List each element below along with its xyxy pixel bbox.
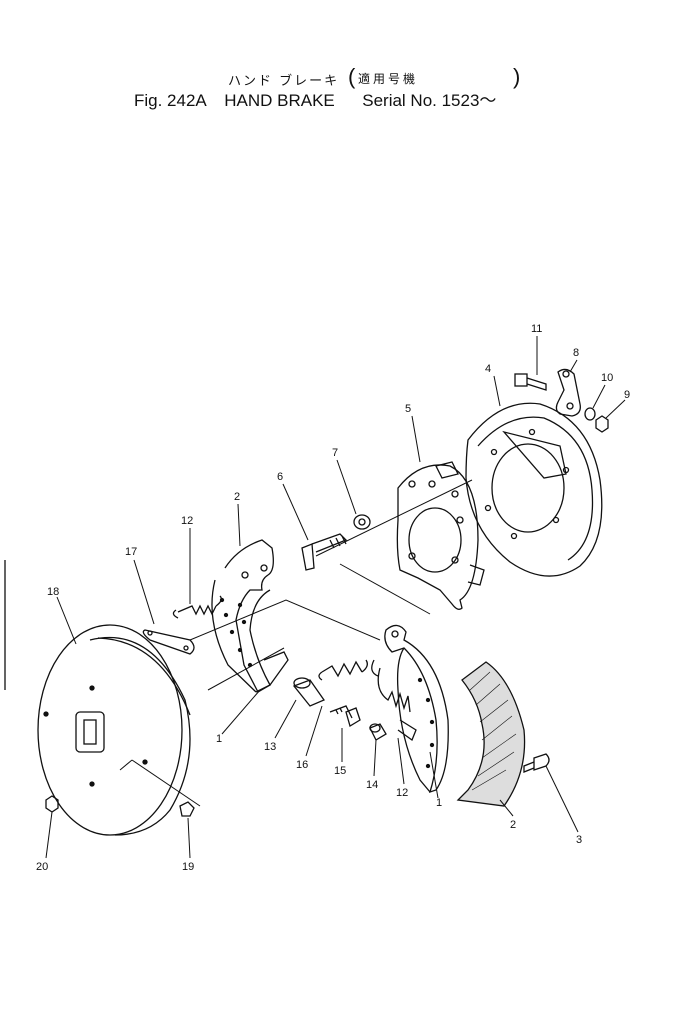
adjuster-wheel <box>329 705 361 727</box>
lever-bolt <box>514 373 547 391</box>
callout-19: 19 <box>182 861 194 873</box>
callout-17: 17 <box>125 546 137 558</box>
paren-open: ( <box>348 64 356 89</box>
callout-5: 5 <box>405 403 411 415</box>
figure-number: Fig. 242A <box>134 91 207 110</box>
callout-16: 16 <box>296 759 308 771</box>
callout-20: 20 <box>36 861 48 873</box>
japanese-title: ハンド ブレーキ <box>228 74 340 89</box>
callout-numbers: 11 8 10 9 4 5 7 6 2 12 17 18 1 13 16 15 … <box>36 323 630 873</box>
callout-14: 14 <box>366 779 378 791</box>
callout-6: 6 <box>277 471 283 483</box>
lever-nut <box>595 415 609 433</box>
backing-plate <box>396 461 485 610</box>
callout-10: 10 <box>601 372 613 384</box>
paren-close: ) <box>513 64 521 89</box>
callout-12-right: 12 <box>396 787 408 799</box>
return-spring-right <box>371 659 411 713</box>
callout-1-right: 1 <box>436 797 442 809</box>
callout-8: 8 <box>573 347 579 359</box>
serial-range: Serial No. 1523～ <box>362 91 497 110</box>
callout-3: 3 <box>576 834 582 846</box>
callout-2-right: 2 <box>510 819 516 831</box>
dust-cover-plate <box>465 402 603 577</box>
shoe-pin <box>301 533 348 571</box>
adjuster-plate <box>142 629 195 655</box>
japanese-serial: 適用号機 <box>358 72 419 86</box>
callout-1-left: 1 <box>216 733 222 745</box>
callout-9: 9 <box>624 389 630 401</box>
callout-12-left: 12 <box>181 515 193 527</box>
adjuster-screw <box>292 677 325 707</box>
adjuster-spring <box>318 659 368 681</box>
callout-4: 4 <box>485 363 491 375</box>
figure-title: Fig. 242A HAND BRAKE Serial No. 1523～ <box>134 86 496 111</box>
return-spring-left <box>177 604 217 616</box>
drum-bolt <box>179 801 195 817</box>
lever-washer <box>584 407 596 421</box>
brake-lining <box>456 661 526 807</box>
callout-15: 15 <box>334 765 346 777</box>
assembly-guide-lines <box>119 479 473 807</box>
parking-lever <box>555 368 581 417</box>
brake-shoe-right <box>384 624 449 794</box>
adjuster-socket <box>369 723 387 741</box>
drum-nut <box>45 795 59 813</box>
figure-name: HAND BRAKE <box>224 91 335 110</box>
brake-shoe-left <box>211 539 289 693</box>
callout-13: 13 <box>264 741 276 753</box>
lining-rivet <box>523 753 550 773</box>
callout-18: 18 <box>47 586 59 598</box>
callout-2-left: 2 <box>234 491 240 503</box>
pin-washer <box>353 514 371 530</box>
brake-drum <box>37 624 191 836</box>
spring-hooks-left <box>172 595 222 619</box>
callout-11: 11 <box>531 323 542 335</box>
callout-7: 7 <box>332 447 338 459</box>
callout-leaders <box>45 336 626 859</box>
